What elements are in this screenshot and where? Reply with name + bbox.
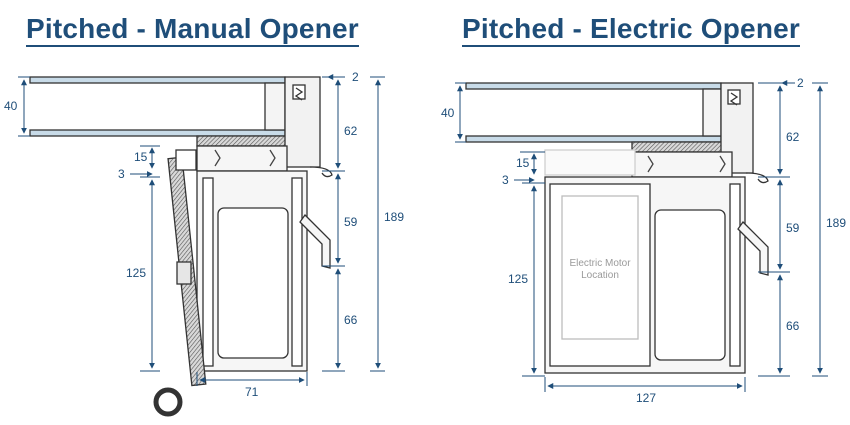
dim-middle-height-left: 59 xyxy=(344,215,358,229)
dim-lower-height-left: 66 xyxy=(344,313,358,327)
dim-lower-height-right: 66 xyxy=(786,319,800,333)
glass-pane-top xyxy=(29,76,286,84)
dim-frame-width-right: 127 xyxy=(636,391,656,405)
seal-strip xyxy=(196,135,288,147)
glass-pane-top xyxy=(465,82,722,90)
dim-side-offset-left: 3 xyxy=(118,167,125,181)
dim-top-offset-right: 2 xyxy=(797,76,804,90)
seal-strip xyxy=(631,141,723,153)
electric-opener-title: Pitched - Electric Opener xyxy=(462,14,800,47)
dim-glass-thickness-left: 40 xyxy=(4,99,18,113)
glazing-bar xyxy=(264,82,286,131)
dim-top-offset-left: 2 xyxy=(352,70,359,84)
dim-seal-offset-right: 15 xyxy=(516,156,530,170)
dim-middle-height-right: 59 xyxy=(786,221,800,235)
dim-frame-width-left: 71 xyxy=(245,385,259,399)
dim-opener-height-left: 125 xyxy=(126,266,146,280)
motor-label-line2: Location xyxy=(581,270,619,281)
dim-side-offset-right: 3 xyxy=(502,173,509,187)
dim-upper-height-left: 62 xyxy=(344,124,358,138)
glass-pane-bottom xyxy=(29,129,286,137)
glazing-bar xyxy=(702,88,722,137)
glass-pane-bottom xyxy=(465,135,722,143)
opener-hook xyxy=(153,387,183,417)
motor-label-line1: Electric Motor xyxy=(569,258,631,269)
manual-opener-section xyxy=(29,76,333,417)
motor-location xyxy=(561,195,639,340)
dim-seal-offset-left: 15 xyxy=(134,150,148,164)
electric-opener-section xyxy=(465,82,769,374)
dim-glass-thickness-right: 40 xyxy=(441,106,455,120)
vent-frame xyxy=(196,145,288,172)
dim-overall-height-right: 189 xyxy=(826,216,846,230)
drip-leg xyxy=(737,220,769,276)
dim-overall-height-left: 189 xyxy=(384,210,404,224)
dim-opener-height-right: 125 xyxy=(508,272,528,286)
dim-upper-height-right: 62 xyxy=(786,130,800,144)
opener-clamp xyxy=(176,261,192,285)
vent-frame xyxy=(631,151,733,178)
manual-opener-title: Pitched - Manual Opener xyxy=(26,14,359,47)
